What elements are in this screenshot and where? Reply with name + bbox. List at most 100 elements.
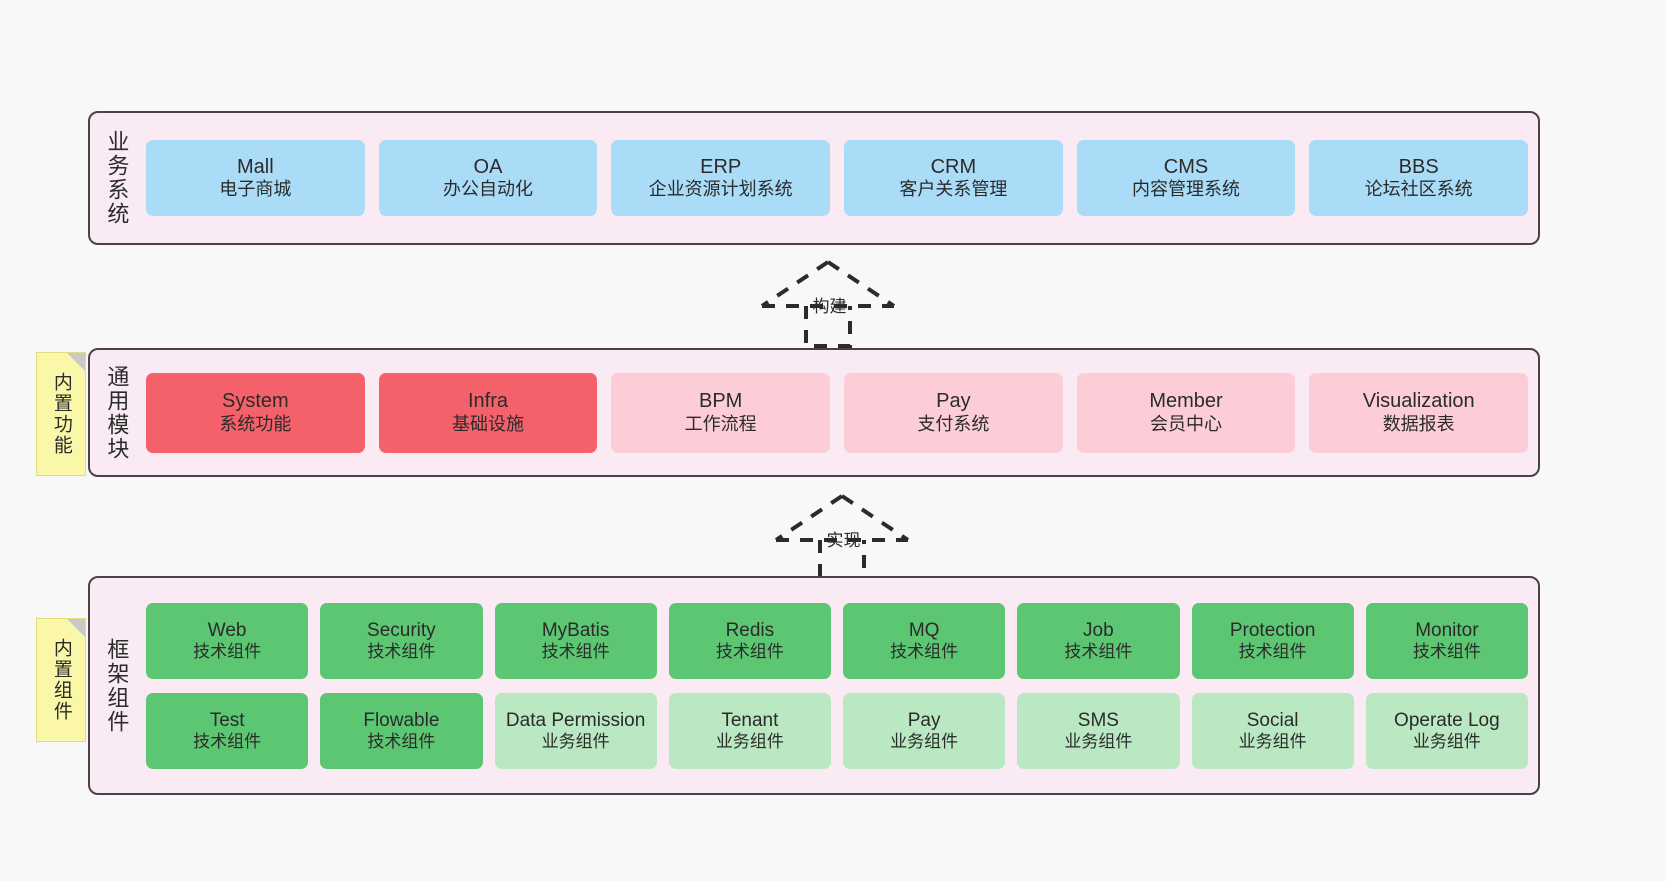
card-subtitle: 支付系统 bbox=[917, 413, 990, 434]
card-subtitle: 技术组件 bbox=[1412, 641, 1481, 661]
card-subtitle: 企业资源计划系统 bbox=[648, 179, 793, 200]
card-subtitle: 办公自动化 bbox=[443, 179, 533, 200]
card-social[interactable]: Social 业务组件 bbox=[1191, 692, 1354, 769]
card-title: CMS bbox=[1163, 155, 1209, 178]
card-system[interactable]: System 系统功能 bbox=[146, 372, 365, 453]
connector-build: 构建 bbox=[758, 258, 898, 348]
card-subtitle: 业务组件 bbox=[1064, 731, 1133, 751]
layer-label-modules: 通用模块 bbox=[104, 364, 130, 461]
card-subtitle: 电子商城 bbox=[219, 179, 292, 200]
card-subtitle: 业务组件 bbox=[1238, 731, 1307, 751]
card-title: ERP bbox=[700, 155, 742, 178]
card-member[interactable]: Member 会员中心 bbox=[1076, 372, 1296, 453]
card-mall[interactable]: Mall 电子商城 bbox=[146, 140, 365, 216]
card-sms[interactable]: SMS 业务组件 bbox=[1017, 692, 1180, 769]
card-title: SMS bbox=[1077, 709, 1119, 731]
card-bbs[interactable]: BBS 论坛社区系统 bbox=[1309, 140, 1529, 216]
card-title: Operate Log bbox=[1394, 709, 1500, 731]
card-subtitle: 业务组件 bbox=[1412, 731, 1481, 751]
card-row-tech: Web 技术组件 Security 技术组件 MyBatis 技术组件 Redi… bbox=[142, 602, 1538, 679]
card-pay[interactable]: Pay 支付系统 bbox=[844, 372, 1063, 453]
card-title: Visualization bbox=[1362, 390, 1475, 413]
card-subtitle: 基础设施 bbox=[452, 413, 524, 434]
card-title: Protection bbox=[1229, 619, 1316, 641]
layer-panel-framework: 框架组件 Web 技术组件 Security 技术组件 MyBatis 技术组件… bbox=[88, 576, 1540, 795]
sticky-note-label: 内置组件 bbox=[50, 638, 72, 722]
card-subtitle: 系统功能 bbox=[219, 413, 292, 434]
card-subtitle: 工作流程 bbox=[684, 413, 757, 434]
card-subtitle: 技术组件 bbox=[541, 641, 610, 661]
card-subtitle: 客户关系管理 bbox=[899, 179, 1008, 200]
sticky-note-builtin-features: 内置功能 bbox=[36, 352, 86, 476]
card-subtitle: 内容管理系统 bbox=[1132, 179, 1241, 200]
connector-shaft bbox=[804, 306, 852, 348]
card-subtitle: 技术组件 bbox=[1064, 641, 1133, 661]
card-title: Pay bbox=[907, 709, 941, 731]
connector-label-build: 构建 bbox=[812, 297, 847, 316]
card-title: Monitor bbox=[1415, 619, 1479, 641]
card-title: Redis bbox=[725, 619, 775, 641]
card-tenant[interactable]: Tenant 业务组件 bbox=[668, 692, 831, 769]
card-subtitle: 数据报表 bbox=[1382, 413, 1455, 434]
card-subtitle: 技术组件 bbox=[890, 641, 959, 661]
card-erp[interactable]: ERP 企业资源计划系统 bbox=[611, 140, 831, 216]
card-infra[interactable]: Infra 基础设施 bbox=[378, 372, 598, 453]
card-operate-log[interactable]: Operate Log 业务组件 bbox=[1365, 692, 1528, 769]
layer-label-framework: 框架组件 bbox=[104, 637, 130, 734]
card-crm[interactable]: CRM 客户关系管理 bbox=[844, 140, 1063, 216]
card-subtitle: 技术组件 bbox=[715, 641, 784, 661]
card-protection[interactable]: Protection 技术组件 bbox=[1191, 602, 1354, 679]
sticky-note-builtin-components: 内置组件 bbox=[36, 618, 86, 742]
card-title: CRM bbox=[930, 155, 977, 178]
card-title: Web bbox=[207, 619, 247, 641]
card-subtitle: 业务组件 bbox=[541, 731, 610, 751]
card-job[interactable]: Job 技术组件 bbox=[1017, 602, 1180, 679]
layer-panel-modules: 通用模块 System 系统功能 Infra 基础设施 BPM 工作流程 Pay… bbox=[88, 348, 1540, 477]
card-mybatis[interactable]: MyBatis 技术组件 bbox=[494, 602, 657, 679]
card-title: MQ bbox=[908, 619, 940, 641]
card-title: OA bbox=[473, 155, 503, 178]
card-title: Data Permission bbox=[505, 709, 646, 731]
card-title: Pay bbox=[936, 390, 971, 413]
card-data-permission[interactable]: Data Permission 业务组件 bbox=[494, 692, 657, 769]
card-title: Infra bbox=[467, 390, 509, 413]
card-security[interactable]: Security 技术组件 bbox=[320, 602, 483, 679]
card-oa[interactable]: OA 办公自动化 bbox=[378, 140, 598, 216]
layer-body-modules: System 系统功能 Infra 基础设施 BPM 工作流程 Pay 支付系统… bbox=[142, 350, 1538, 475]
card-row: Mall 电子商城 OA 办公自动化 ERP 企业资源计划系统 CRM 客户关系… bbox=[142, 140, 1538, 216]
connector-shaft bbox=[818, 540, 866, 582]
card-title: Mall bbox=[237, 155, 274, 178]
card-flowable[interactable]: Flowable 技术组件 bbox=[320, 692, 483, 769]
card-subtitle: 论坛社区系统 bbox=[1364, 179, 1473, 200]
card-title: Security bbox=[367, 619, 436, 641]
sticky-note-label: 内置功能 bbox=[50, 372, 72, 456]
layer-body-framework: Web 技术组件 Security 技术组件 MyBatis 技术组件 Redi… bbox=[142, 578, 1538, 793]
layer-label-business: 业务系统 bbox=[104, 130, 130, 226]
card-subtitle: 技术组件 bbox=[367, 641, 436, 661]
card-title: Member bbox=[1149, 390, 1223, 413]
card-bpm[interactable]: BPM 工作流程 bbox=[611, 372, 831, 453]
card-title: BPM bbox=[699, 390, 743, 413]
connector-label-implement: 实现 bbox=[826, 531, 861, 550]
card-test[interactable]: Test 技术组件 bbox=[146, 692, 309, 769]
connector-implement: 实现 bbox=[772, 492, 912, 582]
card-subtitle: 技术组件 bbox=[193, 731, 262, 751]
card-visualization[interactable]: Visualization 数据报表 bbox=[1309, 372, 1529, 453]
card-web[interactable]: Web 技术组件 bbox=[146, 602, 309, 679]
card-subtitle: 业务组件 bbox=[715, 731, 784, 751]
card-row: System 系统功能 Infra 基础设施 BPM 工作流程 Pay 支付系统… bbox=[142, 372, 1538, 453]
card-title: System bbox=[221, 390, 289, 413]
card-monitor[interactable]: Monitor 技术组件 bbox=[1365, 602, 1528, 679]
card-mq[interactable]: MQ 技术组件 bbox=[843, 602, 1006, 679]
card-title: Tenant bbox=[721, 709, 779, 731]
card-cms[interactable]: CMS 内容管理系统 bbox=[1076, 140, 1296, 216]
card-subtitle: 技术组件 bbox=[1238, 641, 1307, 661]
card-subtitle: 业务组件 bbox=[890, 731, 959, 751]
card-redis[interactable]: Redis 技术组件 bbox=[668, 602, 831, 679]
layer-panel-business: 业务系统 Mall 电子商城 OA 办公自动化 ERP 企业资源计划系统 CRM… bbox=[88, 111, 1540, 245]
card-pay-component[interactable]: Pay 业务组件 bbox=[843, 692, 1006, 769]
card-title: Test bbox=[209, 709, 245, 731]
card-title: MyBatis bbox=[541, 619, 610, 641]
card-subtitle: 会员中心 bbox=[1150, 413, 1223, 434]
